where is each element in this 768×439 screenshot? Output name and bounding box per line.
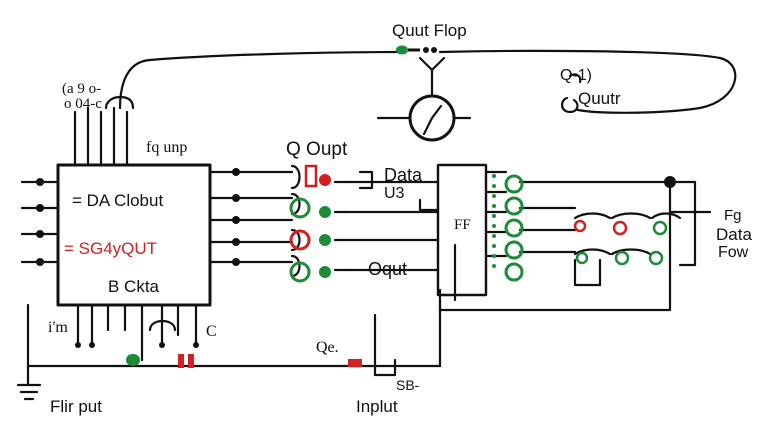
quutr-label: Quutr [578, 89, 621, 108]
fg-label: Fg [724, 207, 742, 224]
flipflop-title: Quut Flop [392, 21, 467, 40]
chip-line-2: = SG4yQUT [64, 239, 158, 258]
junction-dots [36, 168, 676, 348]
top-left-label-1: (a 9 o- [62, 81, 102, 97]
q-output-label: Q Oupt [286, 139, 348, 160]
led-markers [126, 45, 668, 368]
feedback-loop-right [438, 49, 737, 114]
main-chip [56, 163, 212, 307]
chip-line-1: = DA Clobut [72, 191, 164, 210]
u3-label: U3 [384, 185, 405, 202]
data-label: Data [384, 165, 423, 185]
qe-label: Qe. [316, 339, 339, 356]
bottom-left-im-label: i'm [48, 319, 68, 336]
top-left-label-2: o 04-c [64, 96, 102, 112]
inplut-label: Inplut [356, 397, 398, 416]
flir-put-label: Flir put [50, 397, 102, 416]
bottom-c-label: C [206, 323, 217, 340]
input-top-label: fq unp [146, 139, 188, 156]
feedback-loop [118, 50, 404, 110]
fow-label: Fow [718, 244, 749, 261]
q-bracket-label: Q-1) [560, 67, 592, 84]
data-right-label: Data [716, 225, 752, 244]
sb-label: SB- [396, 377, 420, 393]
chip-line-3: B Ckta [108, 277, 160, 296]
oqut-label: Oqut [368, 259, 408, 279]
ff-block [436, 163, 488, 297]
ff-label: FF [454, 217, 471, 233]
